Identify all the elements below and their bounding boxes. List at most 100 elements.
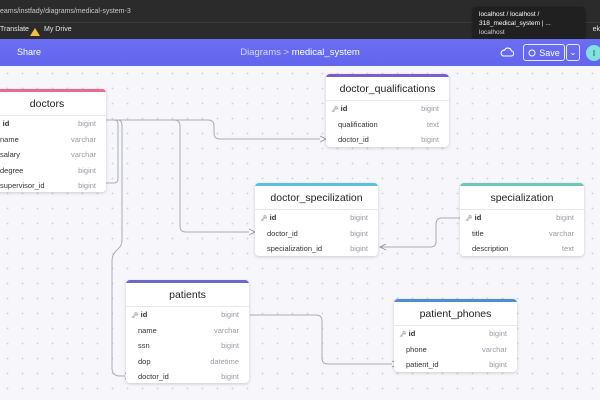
field-name: description <box>472 244 508 253</box>
field-row[interactable]: 🗝id bigint <box>394 326 517 342</box>
field-type: varchar <box>481 344 507 354</box>
field-type: varchar <box>70 134 96 144</box>
field-row[interactable]: supervisor_id bigint <box>0 178 106 192</box>
tooltip-line-3: localhost <box>479 29 505 36</box>
share-button[interactable]: Share <box>17 47 42 57</box>
cloud-sync-icon[interactable] <box>500 46 514 57</box>
field-name: name <box>138 326 157 335</box>
primary-key-icon: 🗝 <box>399 332 407 338</box>
table-title[interactable]: specialization <box>460 186 584 210</box>
field-name-text: supervisor_id <box>0 181 45 190</box>
breadcrumb-diagrams-link[interactable]: Diagrams > <box>240 47 290 58</box>
field-name-text: qualification <box>338 119 378 129</box>
address-bar-url[interactable]: eams/instfady/diagrams/medical-system-3 <box>0 8 131 15</box>
field-row[interactable]: doctor_id bigint <box>126 369 249 383</box>
field-list: 🗝id bigint phone varchar patient_id bigint <box>394 326 517 372</box>
field-row[interactable]: phone varchar <box>394 342 517 358</box>
field-name: specialization_id <box>267 244 322 253</box>
field-name-text: title <box>472 228 484 238</box>
google-drive-icon <box>30 28 40 36</box>
table-color-bar <box>460 183 584 186</box>
field-name-text: id <box>340 104 348 113</box>
field-name-text: name <box>138 325 157 335</box>
field-name-text: id <box>269 213 277 222</box>
field-name-text: id <box>2 119 10 128</box>
field-type: bigint <box>489 360 507 369</box>
field-name: dop <box>138 357 151 366</box>
save-button[interactable]: Save <box>523 44 565 61</box>
field-name-text: doctor_id <box>338 135 369 144</box>
breadcrumb: Diagrams > medical_system <box>0 47 600 58</box>
app-header: Share Diagrams > medical_system Save ⌄ I <box>0 39 600 66</box>
field-type: bigint <box>78 181 96 190</box>
field-name-text: doctor_id <box>267 228 298 238</box>
save-icon <box>528 49 536 56</box>
field-row[interactable]: name varchar <box>126 323 249 339</box>
field-row[interactable]: name varchar <box>0 132 106 148</box>
field-name-text: specialization_id <box>267 244 323 253</box>
field-name-text: dop <box>138 356 151 366</box>
table-title[interactable]: patients <box>126 283 249 307</box>
field-name: phone <box>406 345 427 354</box>
tooltip-line-2: 318_medical_system | ... <box>479 20 551 27</box>
table-title[interactable]: doctor_specilization <box>255 186 378 210</box>
field-name-text: degree <box>0 165 24 175</box>
field-row[interactable]: degree bigint <box>0 163 106 179</box>
field-row[interactable]: qualification text <box>326 117 449 133</box>
table-title[interactable]: patient_phones <box>394 302 517 326</box>
table-title[interactable]: doctors <box>0 92 106 116</box>
field-type: bigint <box>221 372 239 381</box>
primary-key-icon: 🗝 <box>131 313 139 319</box>
field-name: 🗝id <box>260 213 276 222</box>
field-name: qualification <box>338 120 378 129</box>
field-name-text: doctor_id <box>138 372 169 381</box>
bookmark-my-drive[interactable]: My Drive <box>44 26 72 33</box>
field-type: bigint <box>78 165 96 175</box>
field-type: bigint <box>556 213 574 222</box>
bookmark-overflow[interactable]: ek <box>592 26 600 33</box>
field-name: patient_id <box>406 360 439 369</box>
field-type: text <box>426 119 439 129</box>
field-name: 🗝id <box>399 329 415 338</box>
bookmark-translate[interactable]: Translate <box>0 26 29 33</box>
field-type: varchar <box>213 325 239 335</box>
field-type: bigint <box>421 104 439 113</box>
table-patient-phones[interactable]: patient_phones 🗝id bigint phone varchar pati… <box>394 299 517 372</box>
field-name-text: patient_id <box>406 360 439 369</box>
field-row[interactable]: patient_id bigint <box>394 357 517 372</box>
field-name: doctor_id <box>267 229 298 238</box>
field-name-text: name <box>0 134 19 144</box>
field-name-text: salary <box>0 150 21 159</box>
browser-tab-bar: eams/instfady/diagrams/medical-system-3 <box>0 0 600 22</box>
field-name-text: ssn <box>138 341 150 350</box>
table-color-bar <box>126 280 249 283</box>
table-color-bar <box>0 89 106 92</box>
user-avatar[interactable]: I <box>586 45 600 61</box>
field-name: ssn <box>138 341 150 350</box>
save-options-dropdown[interactable]: ⌄ <box>566 44 580 61</box>
primary-key-icon: 🗝 <box>260 216 268 222</box>
table-title[interactable]: doctor_qualifications <box>326 77 449 101</box>
field-type: bigint <box>489 329 507 338</box>
